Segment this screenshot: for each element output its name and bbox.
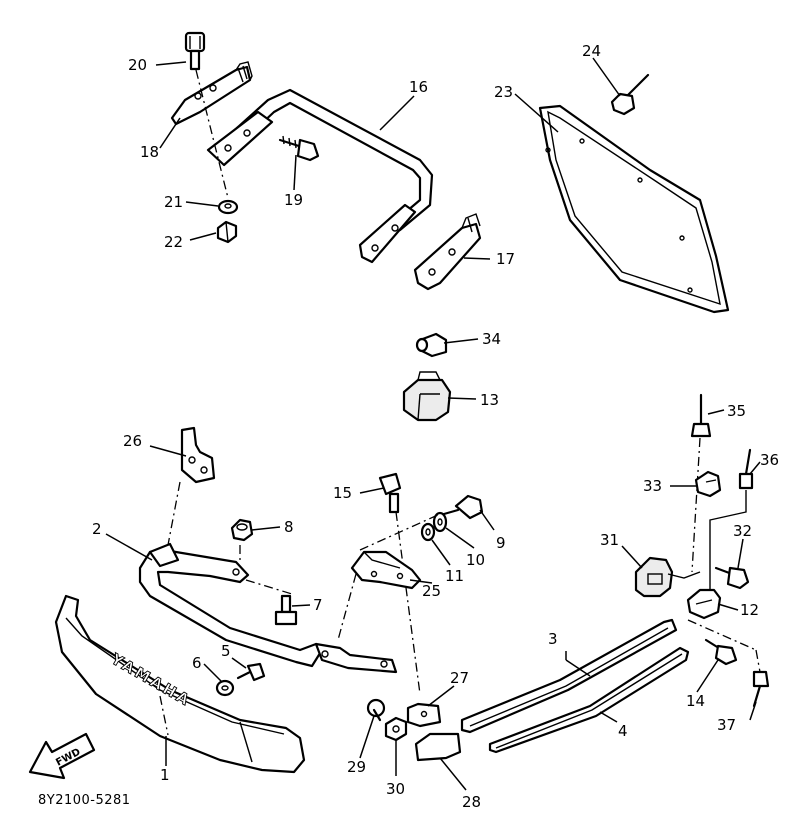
rivet-35 <box>690 393 712 438</box>
label-19: 19 <box>284 191 303 209</box>
label-20: 20 <box>128 56 147 74</box>
label-18: 18 <box>140 143 159 161</box>
part-labels: 20 18 19 21 22 16 17 23 24 34 13 26 2 8 … <box>92 42 779 811</box>
stay-2 <box>138 542 398 674</box>
label-15: 15 <box>333 484 352 502</box>
bracket-25 <box>350 550 422 590</box>
label-3: 3 <box>548 630 558 648</box>
label-28: 28 <box>462 793 481 811</box>
label-11: 11 <box>445 567 464 585</box>
screw-5 <box>236 662 266 682</box>
damper-13 <box>402 371 452 422</box>
label-14: 14 <box>686 692 705 710</box>
holder-12 <box>686 588 722 620</box>
screw-14 <box>704 638 738 666</box>
bracket-27 <box>406 702 442 728</box>
damper-31 <box>634 556 674 598</box>
label-37: 37 <box>717 716 736 734</box>
end-cap-28 <box>414 732 462 762</box>
washer-10 <box>432 511 448 533</box>
label-26: 26 <box>123 432 142 450</box>
label-5: 5 <box>221 642 231 660</box>
label-29: 29 <box>347 758 366 776</box>
windshield-23 <box>538 104 730 314</box>
label-2: 2 <box>92 520 102 538</box>
molding-4 <box>488 646 690 754</box>
label-24: 24 <box>582 42 601 60</box>
label-22: 22 <box>164 233 183 251</box>
bolt-15 <box>378 472 402 514</box>
collar-34 <box>415 332 448 358</box>
collar-8 <box>230 518 254 542</box>
bolt-20 <box>184 31 206 71</box>
screw-32 <box>714 566 750 590</box>
guard-1 <box>54 594 306 774</box>
label-13: 13 <box>480 391 499 409</box>
label-17: 17 <box>496 250 515 268</box>
label-21: 21 <box>164 193 183 211</box>
bracket-18 <box>170 61 253 126</box>
bracket-17 <box>413 213 482 291</box>
label-36: 36 <box>760 451 779 469</box>
label-9: 9 <box>496 534 506 552</box>
label-30: 30 <box>386 780 405 798</box>
label-8: 8 <box>284 518 294 536</box>
bracket-26 <box>180 426 216 484</box>
label-10: 10 <box>466 551 485 569</box>
rivet-36 <box>738 448 754 490</box>
forward-arrow: FWD <box>28 732 96 780</box>
label-27: 27 <box>450 669 469 687</box>
label-7: 7 <box>313 596 323 614</box>
label-31: 31 <box>600 531 619 549</box>
rivet-37 <box>752 670 770 708</box>
rivet-24 <box>610 73 650 116</box>
nut-30 <box>384 716 408 742</box>
label-6: 6 <box>192 654 202 672</box>
drawing-code: 8Y2100-5281 <box>38 793 131 808</box>
assembly-line-20 <box>195 69 229 199</box>
frame-16 <box>206 88 434 264</box>
label-1: 1 <box>160 766 170 784</box>
washer-11 <box>420 522 436 542</box>
label-12: 12 <box>740 601 759 619</box>
bolt-9 <box>442 494 484 520</box>
label-16: 16 <box>409 78 428 96</box>
washer-21 <box>217 199 239 215</box>
label-35: 35 <box>727 402 746 420</box>
nut-22 <box>216 220 238 244</box>
molding-3 <box>460 618 678 734</box>
clip-33 <box>694 470 722 498</box>
label-25: 25 <box>422 582 441 600</box>
label-32: 32 <box>733 522 752 540</box>
bolt-19 <box>278 135 320 162</box>
washer-6 <box>215 679 235 697</box>
nut-29 <box>366 698 386 722</box>
label-4: 4 <box>618 722 628 740</box>
label-34: 34 <box>482 330 501 348</box>
label-33: 33 <box>643 477 662 495</box>
leader-lines <box>105 57 761 791</box>
bolt-7 <box>274 594 298 626</box>
label-23: 23 <box>494 83 513 101</box>
